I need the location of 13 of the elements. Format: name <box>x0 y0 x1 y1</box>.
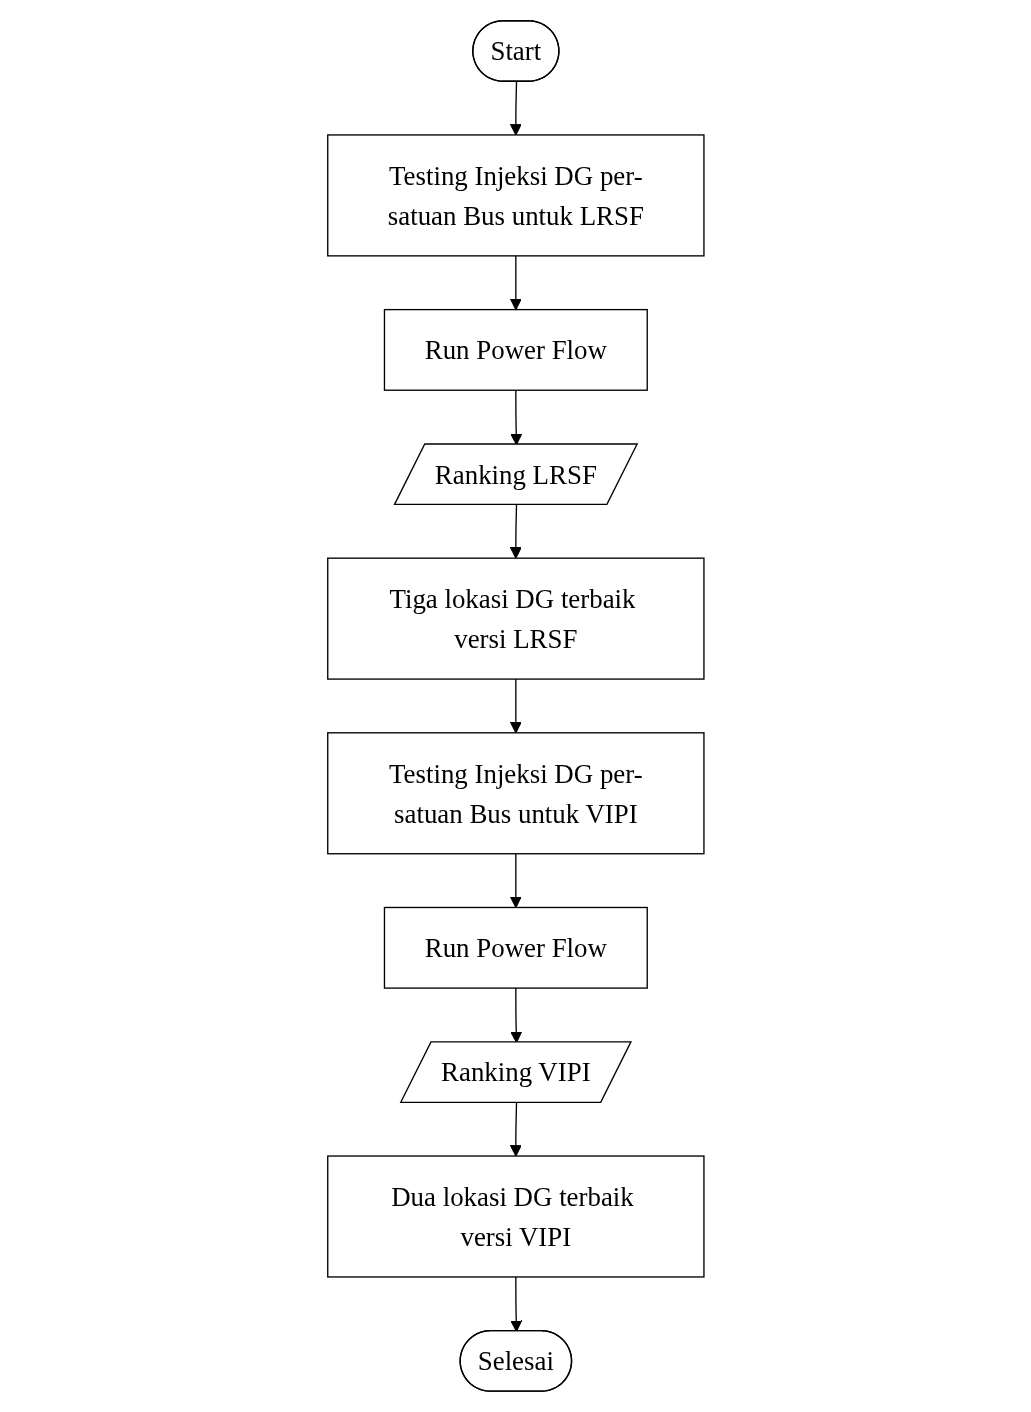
arrow <box>509 504 522 559</box>
arrow <box>509 1102 522 1157</box>
node-box: Run Power Flow <box>383 906 648 989</box>
node-box: Testing Injeksi DG per-satuan Bus untuk VIPI <box>326 732 705 855</box>
node-box: Dua lokasi DG terbaik versi VIPI <box>326 1155 705 1278</box>
arrow <box>509 678 522 734</box>
node-box: Testing Injeksi DG per-satuan Bus untuk LRSF <box>326 134 705 257</box>
node-box: Run Power Flow <box>383 309 648 391</box>
arrow <box>509 853 522 909</box>
arrow <box>509 255 522 311</box>
arrow <box>510 1276 522 1332</box>
node-box: Tiga lokasi DG terbaik versi LRSF <box>326 557 705 680</box>
arrow <box>509 81 522 136</box>
